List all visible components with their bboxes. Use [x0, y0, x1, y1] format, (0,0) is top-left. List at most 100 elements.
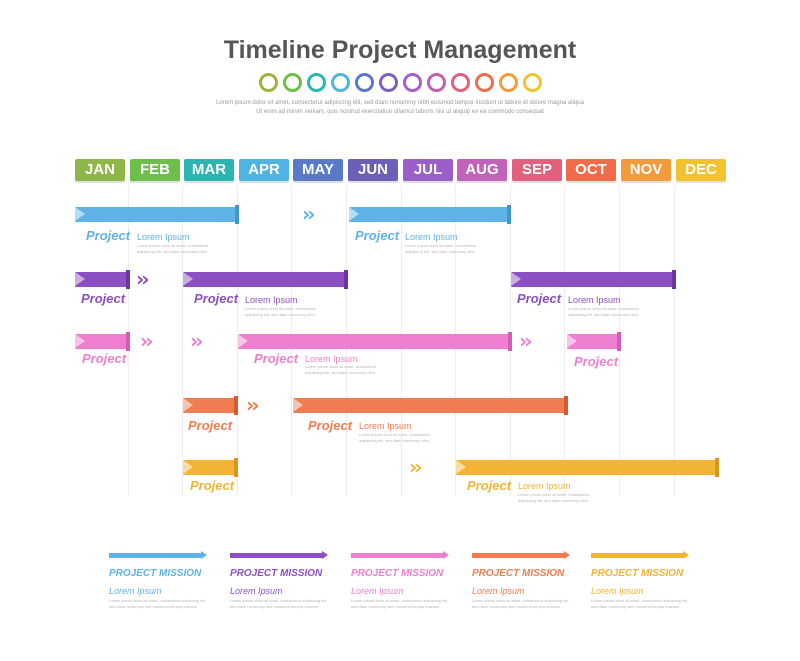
- row3-bar-c: [567, 332, 621, 351]
- legend-bar: [230, 551, 328, 559]
- row3-lorem-b: Lorem Ipsum: [305, 354, 358, 364]
- bar-cap: [564, 396, 568, 415]
- bar-cap: [344, 270, 348, 289]
- desc-line: Lorem ipsum dolor sit amet, consectetur: [245, 306, 317, 311]
- legend-lorem: Lorem Ipsum: [230, 586, 283, 596]
- subtitle-line-2: Ut enim ad minim veniam, quis nostrud ex…: [256, 109, 544, 115]
- legend-desc-line: Lorem ipsum dolor sit amet, consectetur …: [230, 598, 328, 603]
- row2-project-label-c: Project: [517, 291, 562, 306]
- row4-lorem-b: Lorem Ipsum: [359, 421, 412, 431]
- month-label: JUL: [403, 159, 453, 181]
- desc-line: adipiscing elit, sed diam nonummy nibh: [568, 312, 638, 317]
- month-label: MAR: [184, 159, 234, 181]
- row2-bar-b: [183, 270, 348, 289]
- desc-line: adipiscing elit, sed diam nonummy nibh: [518, 498, 588, 503]
- row2-lorem-c: Lorem Ipsum: [568, 295, 621, 305]
- legend-desc-line: Lorem ipsum dolor sit amet, consectetur …: [351, 598, 449, 603]
- bar-cap: [126, 332, 130, 351]
- month-label: SEP: [512, 159, 562, 181]
- legend-title: PROJECT MISSION: [230, 568, 323, 579]
- color-dot: [498, 73, 518, 92]
- legend-lorem: Lorem Ipsum: [591, 586, 644, 596]
- bar-notch: [183, 398, 193, 412]
- bar-notch: [238, 334, 248, 348]
- row4-bar-a: [183, 396, 238, 415]
- legend-desc-line: sed diam nonummy nibh euismod tempor inc…: [351, 604, 440, 609]
- month-label: APR: [239, 159, 289, 181]
- legend-desc-line: sed diam nonummy nibh euismod tempor inc…: [591, 604, 680, 609]
- row1-project-label-a: Project: [86, 228, 131, 243]
- month-label: FEB: [130, 159, 180, 181]
- bar-cap: [508, 332, 512, 351]
- desc-line: adipiscing elit, sed diam nonummy nibh: [137, 249, 207, 254]
- bar-notch: [349, 207, 359, 221]
- legend-bar: [109, 551, 207, 559]
- legend-desc: Lorem ipsum dolor sit amet, consectetur …: [351, 598, 448, 610]
- legend-desc: Lorem ipsum dolor sit amet, consectetur …: [591, 598, 688, 610]
- row1-project-label-b: Project: [355, 228, 400, 243]
- row5-project-label-a: Project: [190, 478, 235, 493]
- row1-chevrons: ››: [302, 202, 316, 226]
- row5-project-label-b: Project: [467, 478, 512, 493]
- color-dot: [258, 73, 278, 92]
- grid-line: [237, 186, 238, 496]
- color-dot: [474, 73, 494, 92]
- color-dot: [354, 73, 374, 92]
- color-dot: [330, 73, 350, 92]
- color-dot: [522, 73, 542, 92]
- row5-lorem-b: Lorem Ipsum: [518, 481, 571, 491]
- row3-bar-a: [75, 332, 130, 351]
- color-dot: [402, 73, 422, 92]
- bar-cap: [234, 458, 238, 477]
- legend-bar: [351, 551, 449, 559]
- bar-notch: [567, 334, 577, 348]
- row3-bar-b: [238, 332, 512, 351]
- desc-line: Lorem ipsum dolor sit amet, consectetur: [568, 306, 640, 311]
- legend-lorem: Lorem Ipsum: [351, 586, 404, 596]
- desc-line: adipiscing elit, sed diam nonummy nibh: [359, 438, 429, 443]
- bar-notch: [75, 334, 85, 348]
- month-label: NOV: [621, 159, 671, 181]
- row1-bar-b: [349, 205, 511, 224]
- legend-desc-line: sed diam nonummy nibh euismod tempor inc…: [472, 604, 561, 609]
- row2-project-label-b: Project: [194, 291, 239, 306]
- month-label: JAN: [75, 159, 125, 181]
- page-title: Timeline Project Management: [223, 36, 577, 64]
- color-dots: [0, 73, 800, 92]
- row5-bar-b: [456, 458, 719, 477]
- bar-notch: [75, 207, 85, 221]
- row3-project-label-b: Project: [254, 351, 299, 366]
- legend-lorem: Lorem Ipsum: [109, 586, 162, 596]
- bar-cap: [507, 205, 511, 224]
- row3-chevrons-a: ››: [140, 329, 154, 353]
- desc-line: Lorem ipsum dolor sit amet, consectetur: [518, 492, 590, 497]
- bar-notch: [293, 398, 303, 412]
- bar-cap: [672, 270, 676, 289]
- desc-line: adipiscing elit, sed diam nonummy nibh: [405, 249, 475, 254]
- color-dot: [426, 73, 446, 92]
- row2-lorem-b: Lorem Ipsum: [245, 295, 298, 305]
- legend-desc-line: sed diam nonummy nibh euismod tempor inc…: [230, 604, 319, 609]
- row1-lorem-b: Lorem Ipsum: [405, 232, 458, 242]
- row2-bar-c: [511, 270, 676, 289]
- bar-notch: [183, 460, 193, 474]
- legend-desc: Lorem ipsum dolor sit amet, consectetur …: [109, 598, 206, 610]
- grid-line: [564, 186, 565, 496]
- bar-notch: [75, 272, 85, 286]
- desc-line: Lorem ipsum dolor sit amet, consectetur: [405, 243, 477, 248]
- row5-bar-a: [183, 458, 238, 477]
- subtitle-line-1: Lorem ipsum dolor sit amet, consectetur …: [216, 100, 584, 106]
- row2-bar-a: [75, 270, 130, 289]
- month-label: OCT: [566, 159, 616, 181]
- row1-bar-a: [75, 205, 239, 224]
- desc-line: Lorem ipsum dolor sit amet, consectetur: [305, 364, 377, 369]
- legend-desc-line: Lorem ipsum dolor sit amet, consectetur …: [472, 598, 570, 603]
- legend-desc: Lorem ipsum dolor sit amet, consectetur …: [472, 598, 569, 610]
- row4-bar-b: [293, 396, 568, 415]
- legend-title: PROJECT MISSION: [109, 568, 202, 579]
- row4-project-label-a: Project: [188, 418, 233, 433]
